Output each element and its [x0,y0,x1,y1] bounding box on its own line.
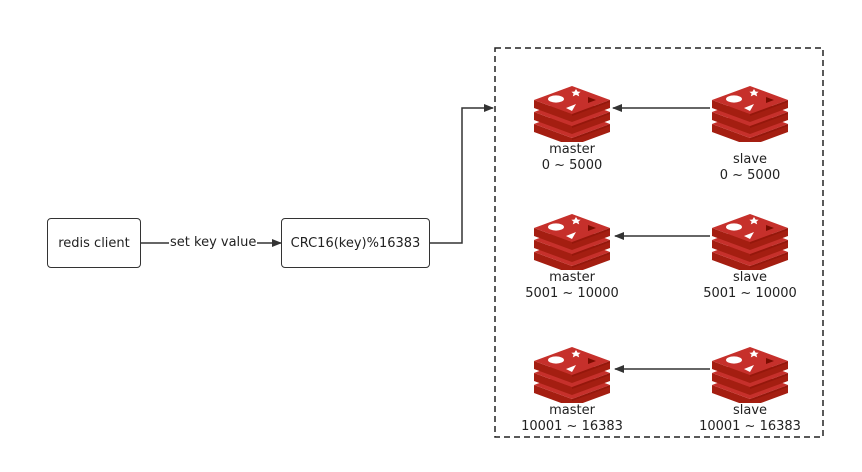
master-node-1: master 0 ~ 5000 [512,76,632,174]
master-role-label: master [549,270,595,285]
redis-icon [712,86,788,142]
slave-node-2: slave 5001 ~ 10000 [690,204,810,302]
master-node-2: master 5001 ~ 10000 [512,204,632,302]
slave-range-label: 10001 ~ 16383 [699,419,801,434]
slave-node-3: slave 10001 ~ 16383 [690,337,810,435]
hash-function-box: CRC16(key)%16383 [281,218,430,268]
redis-client-label: redis client [58,235,130,251]
redis-icon [712,347,788,403]
master-node-3: master 10001 ~ 16383 [512,337,632,435]
redis-client-box: redis client [47,218,141,268]
slave-range-label: 0 ~ 5000 [719,168,781,183]
cluster-boundary [494,47,824,438]
hash-function-label: CRC16(key)%16383 [290,235,421,251]
slave-role-label: slave [732,152,768,167]
slave-role-label: slave [732,403,768,418]
redis-icon [534,214,610,270]
master-range-label: 10001 ~ 16383 [521,419,623,434]
master-range-label: 0 ~ 5000 [541,158,603,173]
slave-role-label: slave [732,270,768,285]
redis-icon [712,214,788,270]
slave-range-label: 5001 ~ 10000 [703,286,797,301]
redis-icon [534,86,610,142]
slave-node-1: slave 0 ~ 5000 [690,76,810,184]
master-role-label: master [549,403,595,418]
set-key-value-label: set key value [169,235,258,251]
master-role-label: master [549,142,595,157]
master-range-label: 5001 ~ 10000 [525,286,619,301]
hash-to-cluster-arrow [430,104,494,244]
redis-icon [534,347,610,403]
